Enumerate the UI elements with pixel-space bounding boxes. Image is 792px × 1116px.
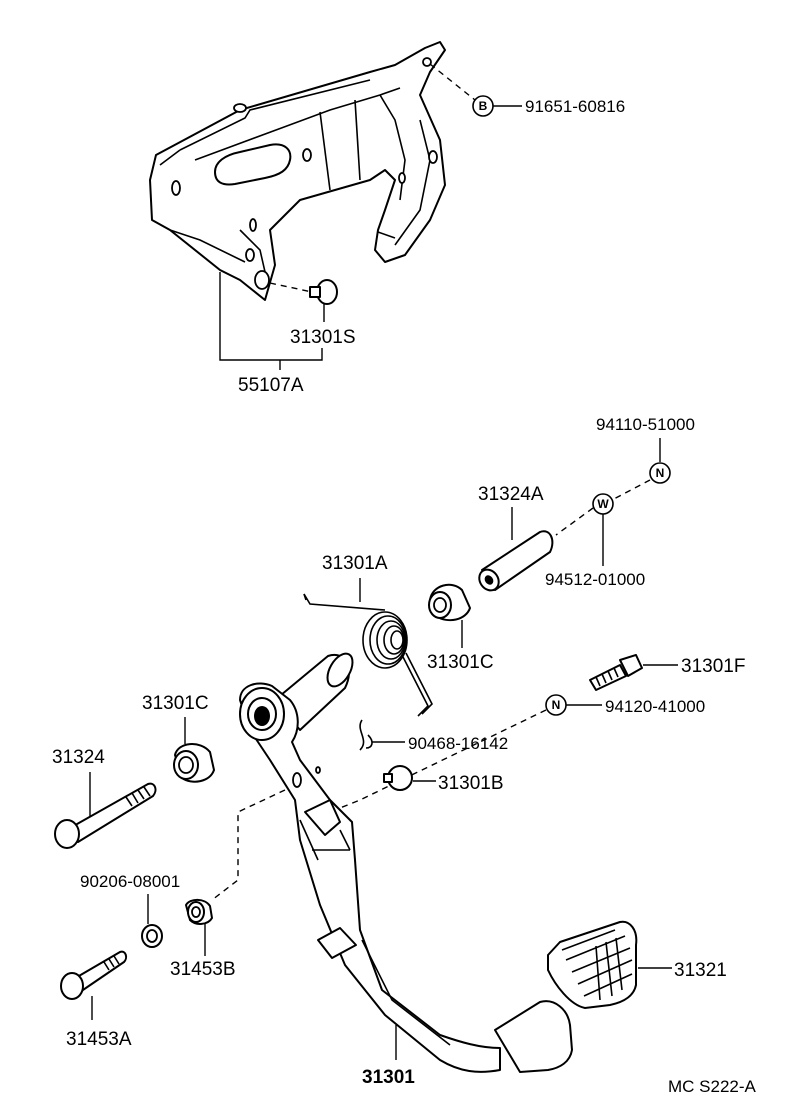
label-clip: 90468-16142 — [408, 734, 508, 753]
bolt-31453a — [60, 950, 128, 1000]
bushing-31301c-left — [173, 743, 215, 783]
svg-text:N: N — [552, 698, 561, 712]
label-return-spring: 31301A — [322, 553, 388, 574]
return-spring-31301a — [303, 593, 433, 717]
label-bolt-453a: 31453A — [66, 1029, 132, 1050]
ref-n-top-icon: N — [649, 462, 671, 484]
pivot-bolt-31324 — [54, 782, 157, 849]
label-bushing-c-right: 31301C — [427, 652, 494, 673]
svg-text:W: W — [597, 497, 609, 511]
label-bushing-c-left: 31301C — [142, 693, 209, 714]
bushing-31453b — [185, 898, 213, 925]
label-pivot-bolt: 31324 — [52, 747, 105, 768]
label-pedal-pad: 31321 — [674, 960, 727, 981]
pin-collar-31324a — [478, 530, 554, 592]
svg-text:B: B — [479, 99, 488, 113]
bushing-31301c-right — [428, 583, 471, 622]
clip-90468 — [359, 719, 373, 751]
label-bracket-bolt: 91651-60816 — [525, 97, 625, 116]
ref-w-icon: W — [592, 493, 614, 515]
small-washer-90206 — [141, 924, 163, 948]
label-pedal-arm: 31301 — [362, 1067, 415, 1088]
label-washer: 94512-01000 — [545, 570, 645, 589]
pedal-bracket — [149, 41, 446, 301]
stopper-31301s — [309, 279, 338, 305]
ref-n-mid-icon: N — [545, 694, 567, 716]
label-bolt-f: 31301F — [681, 656, 745, 677]
pedal-arm-31301 — [239, 652, 573, 1073]
ref-b-icon: B — [472, 95, 494, 117]
label-cushion-b: 31301B — [438, 773, 504, 794]
cushion-31301b — [383, 765, 413, 791]
label-nut-mid: 94120-41000 — [605, 697, 705, 716]
label-pin-collar: 31324A — [478, 484, 544, 505]
label-nut-top: 94110-51000 — [596, 415, 695, 434]
figure-code: MC S222-A — [668, 1077, 757, 1096]
label-stopper-31301s: 31301S — [290, 327, 356, 348]
label-small-washer: 90206-08001 — [80, 872, 180, 891]
svg-text:N: N — [656, 466, 665, 480]
bracket-bolt-dashline — [429, 63, 476, 101]
label-bushing-453b: 31453B — [170, 959, 236, 980]
bolt-31301f — [589, 654, 643, 691]
label-bracket-assy: 55107A — [238, 375, 304, 396]
pedal-pad-31321 — [547, 920, 638, 1009]
